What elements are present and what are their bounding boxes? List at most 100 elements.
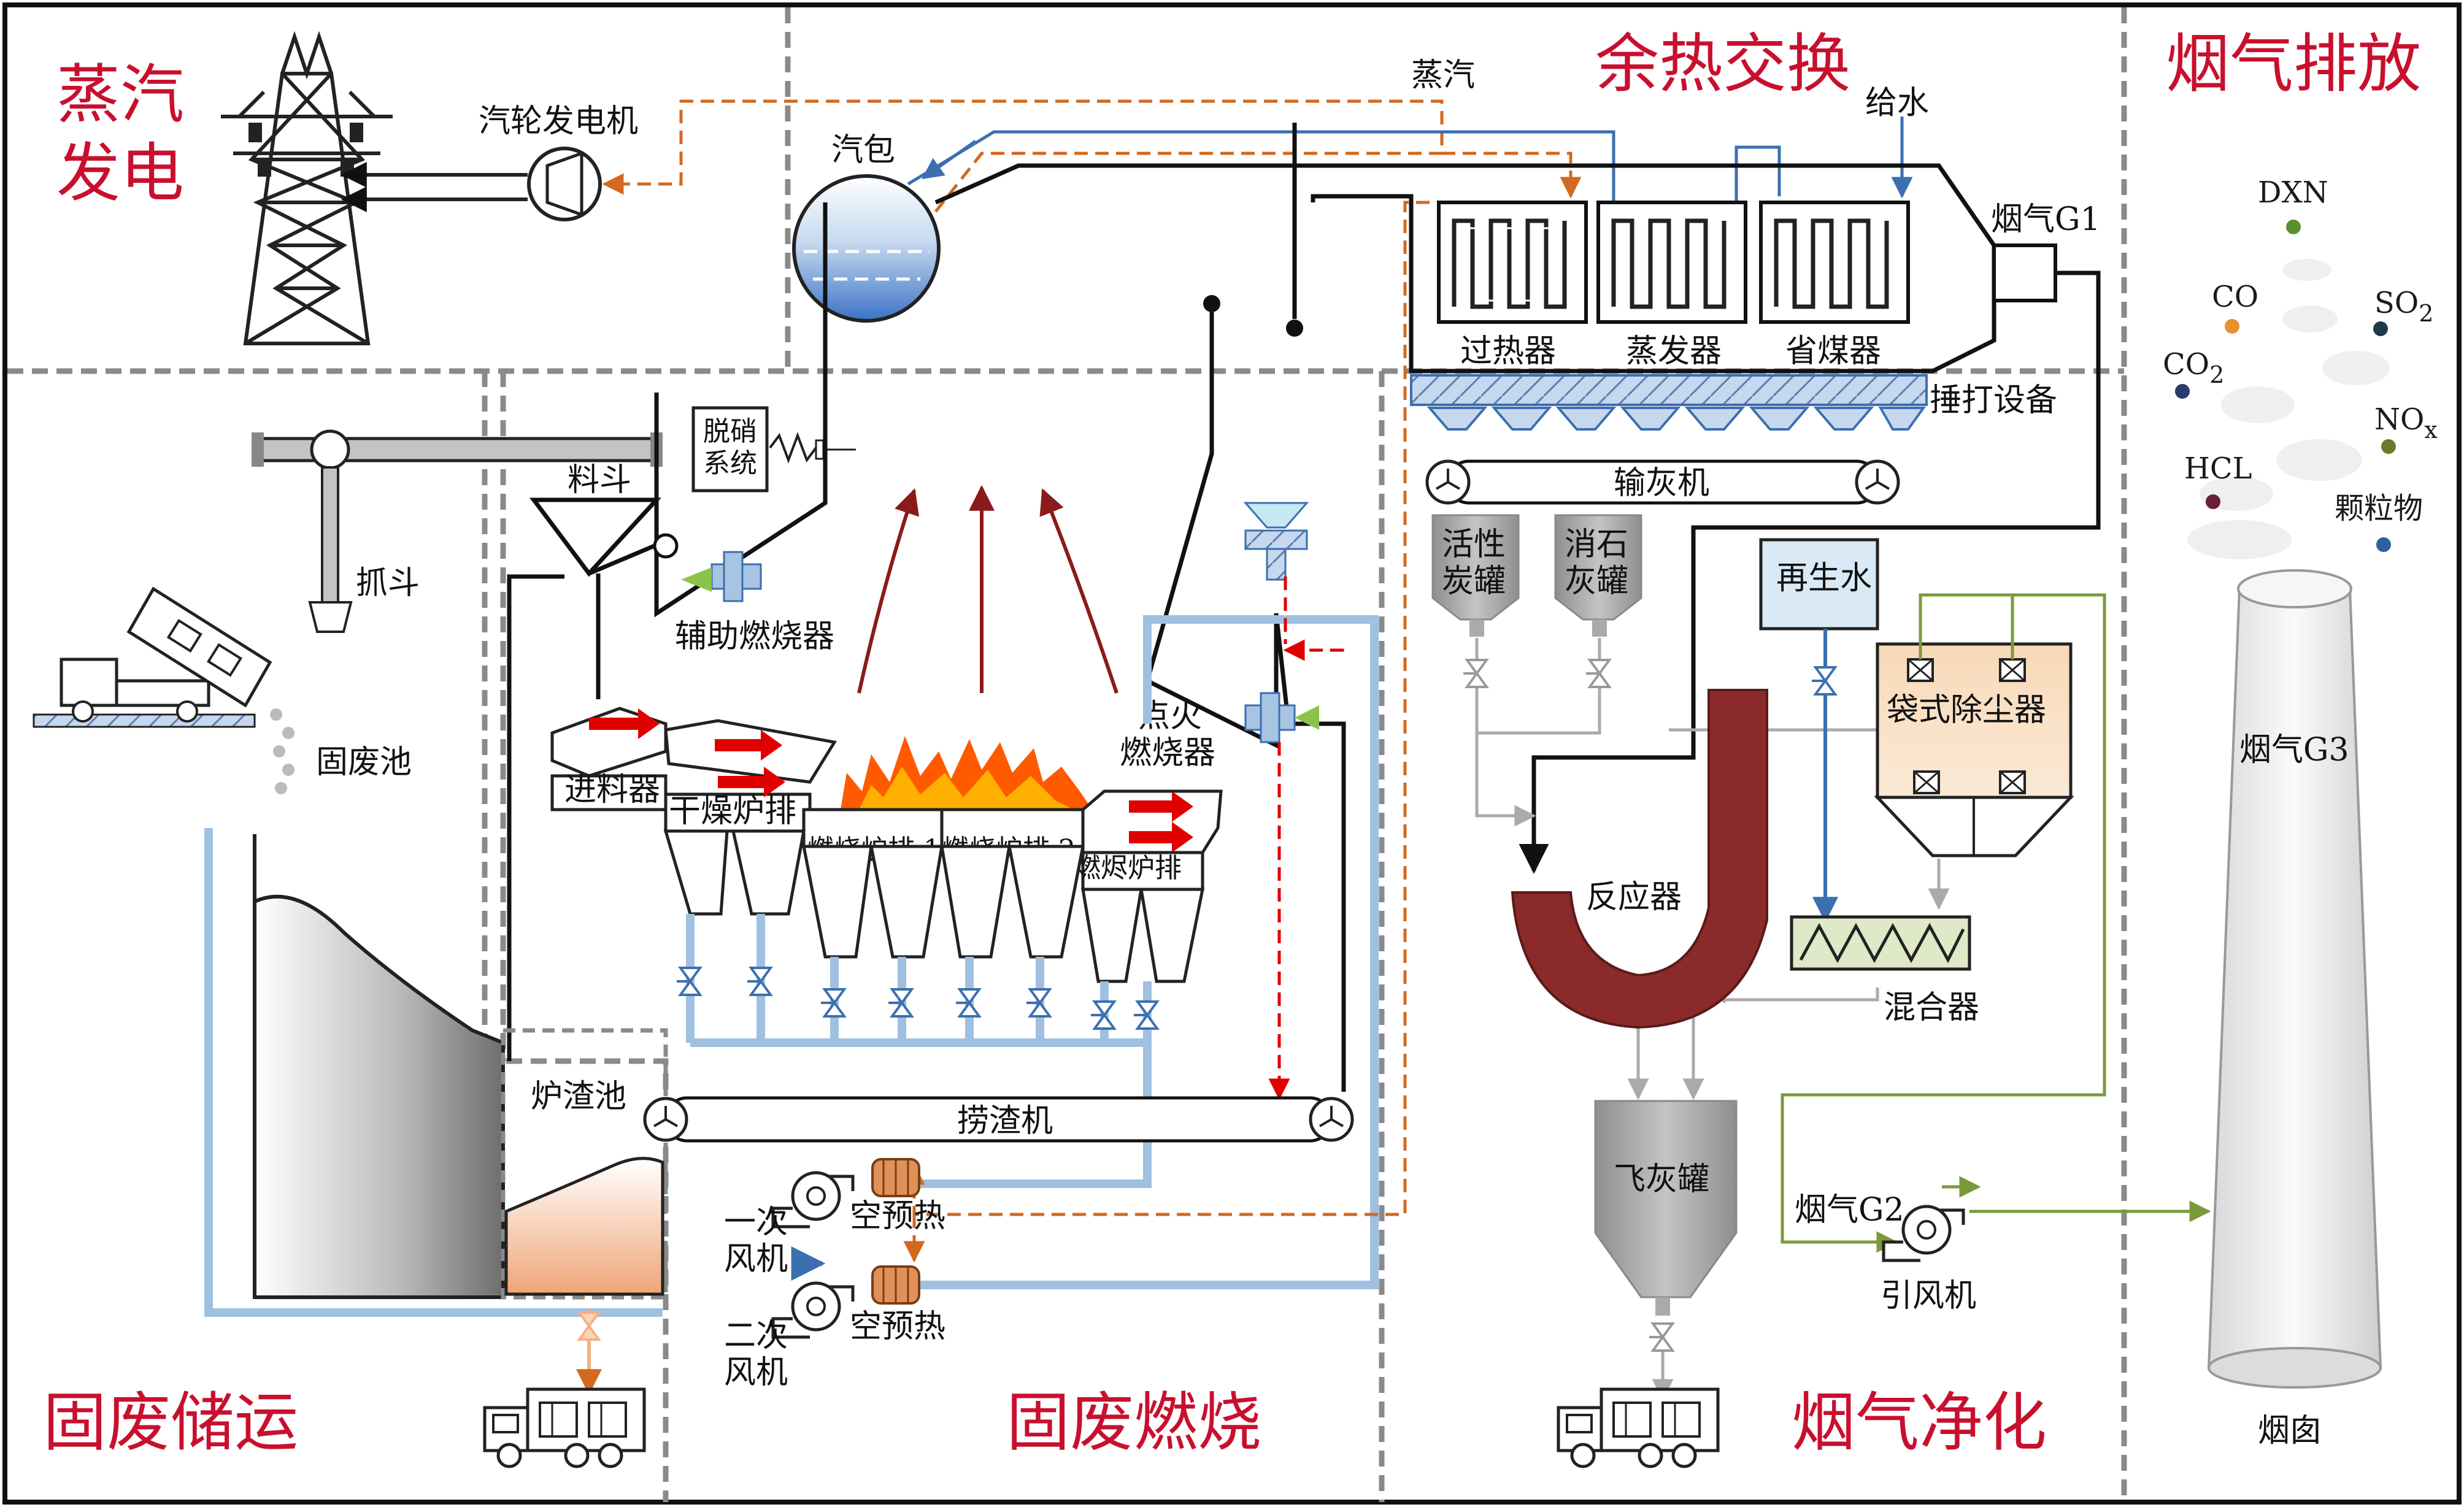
label-induced-fan: 引风机 (1881, 1278, 1976, 1314)
grate-hoppers (663, 829, 1205, 983)
evaporator-icon (1596, 201, 1747, 324)
label-bag-filter: 袋式除尘器 (1887, 692, 2046, 729)
label-reactor: 反应器 (1586, 879, 1682, 916)
zone-title-waste-combustion: 固废燃烧 (1006, 1385, 1261, 1460)
air-preheater-2-icon (871, 1265, 920, 1305)
waste-truck-icon (33, 586, 272, 728)
label-drum: 汽包 (831, 132, 895, 169)
power-output-arrows-icon (341, 162, 528, 212)
steam-preheat-line (903, 201, 1430, 1263)
reagent-injector-icon (1243, 502, 1309, 581)
so2-main: SO (2374, 286, 2419, 320)
falling-waste-icon (270, 708, 295, 794)
hopper-pivot-icon (653, 533, 679, 559)
ash-hoppers (1426, 407, 1926, 431)
feed-direction-arrows (589, 708, 1193, 853)
label-grab: 抓斗 (356, 565, 420, 602)
chimney-icon (2207, 569, 2382, 1389)
label-hopper: 料斗 (568, 462, 631, 499)
purified-flue-line (1781, 593, 2211, 1253)
label-secondary-fan: 二次风机 (724, 1317, 788, 1391)
smoke-puffs (2187, 259, 2390, 559)
lime-line2: 灰罐 (1565, 563, 1628, 600)
label-turbine: 汽轮发电机 (479, 103, 638, 140)
label-waste-pit: 固废池 (316, 744, 412, 781)
activated-carbon-line2: 炭罐 (1442, 563, 1506, 600)
fly-ash-tank-icon (1594, 1100, 1738, 1298)
flue-duct-top (934, 163, 1996, 374)
label-chimney: 烟囱 (2258, 1413, 2322, 1449)
reclaimed-water-tank (1759, 538, 1879, 631)
label-feeder: 进料器 (564, 772, 660, 808)
zone-title-waste-storage: 固废储运 (43, 1385, 298, 1460)
drum-pivot-icon (1286, 320, 1303, 337)
slag-pool-box (501, 1028, 668, 1300)
rapping-device (1410, 374, 1928, 406)
label-ash-conveyor: 输灰机 (1614, 465, 1709, 502)
label-evaporator: 蒸发器 (1626, 333, 1722, 370)
lime-line1: 消石 (1565, 526, 1628, 563)
activated-carbon-tank (1431, 514, 1520, 637)
label-air-preheater-1: 空预热 (850, 1198, 945, 1235)
secondary-air-duct (204, 615, 1379, 1317)
label-flue-g3: 烟气G3 (2239, 732, 2349, 769)
label-economizer: 省煤器 (1785, 333, 1881, 370)
ash-valve-icon (1648, 1322, 1674, 1352)
flue-g1-box (1992, 243, 2057, 302)
secondary-fan-line2: 风机 (724, 1354, 788, 1391)
feeder-icon (550, 707, 668, 811)
steam-drum-icon (792, 174, 941, 323)
emission-dots (2175, 220, 2396, 552)
bag-filter-icon (1874, 642, 2074, 857)
zone-title-steam-power: 蒸汽发电 (56, 57, 184, 210)
label-slag-remover: 捞渣机 (957, 1103, 1053, 1140)
waste-pile (253, 834, 505, 1299)
recirculation-line (1268, 577, 1344, 1100)
label-co: CO (2212, 280, 2258, 314)
fly-ash-truck-icon (1558, 1389, 1718, 1467)
air-preheater-1-icon (871, 1158, 920, 1197)
label-flue-g2: 烟气G2 (1795, 1192, 1904, 1229)
label-nox: NOx (2374, 402, 2438, 443)
nox-main: NO (2374, 402, 2424, 437)
label-steam: 蒸汽 (1411, 57, 1475, 94)
co2-main: CO (2163, 347, 2209, 382)
grab-crane-icon (252, 429, 663, 633)
label-lime: 消石灰罐 (1565, 526, 1628, 600)
carbon-valve-icon (1462, 659, 1488, 688)
zone-title-flue-discharge: 烟气排放 (2166, 26, 2421, 101)
reactor-icon (1511, 689, 1768, 1029)
zone-title-flue-purification: 烟气净化 (1792, 1385, 2047, 1460)
label-activated-carbon: 活性炭罐 (1442, 526, 1506, 600)
label-feed-water: 给水 (1865, 85, 1929, 121)
ignition-line2: 燃烧器 (1120, 735, 1215, 772)
flue-to-reactor (1519, 270, 2101, 874)
label-denitration: 脱硝系统 (703, 416, 757, 479)
aux-burner-icon (681, 551, 762, 602)
label-particles: 颗粒物 (2335, 491, 2423, 526)
label-mixer: 混合器 (1884, 989, 1979, 1026)
burn-grates-icon (802, 789, 1223, 891)
denitration-system (691, 406, 856, 493)
water-line (907, 117, 1913, 202)
slag-truck-icon (485, 1389, 644, 1467)
label-primary-fan: 一次风机 (724, 1204, 788, 1278)
zone-steam-line1: 蒸汽 (56, 57, 184, 132)
water-valve-icon (1811, 666, 1836, 696)
primary-fan-line1: 一次 (724, 1204, 788, 1241)
so2-sub: 2 (2419, 300, 2433, 327)
turbine-icon (527, 147, 602, 221)
lime-tank (1554, 514, 1642, 637)
denitration-line1: 脱硝 (703, 416, 757, 447)
transmission-tower-icon (221, 31, 393, 345)
zone-title-heat-exchange: 余热交换 (1595, 26, 1850, 101)
label-rapping: 捶打设备 (1930, 382, 2057, 419)
ignition-burner-icon (1244, 692, 1319, 743)
label-slag-pool: 炉渣池 (531, 1078, 626, 1115)
grate-valves (676, 967, 1158, 1030)
label-reclaimed-water: 再生水 (1776, 560, 1872, 597)
ash-conveyor (1427, 459, 1898, 505)
insulator-icons (248, 123, 363, 177)
label-so2: SO2 (2374, 286, 2433, 327)
